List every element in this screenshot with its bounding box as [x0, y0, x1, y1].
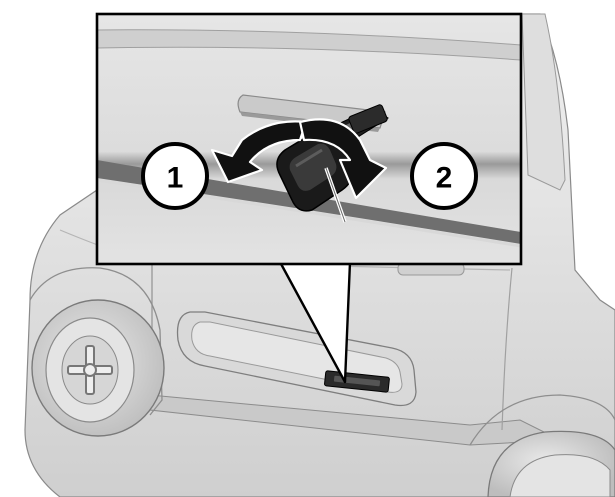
callout-1: 1 [141, 142, 209, 210]
zoom-inset-frame [95, 12, 523, 266]
callout-1-number: 1 [167, 162, 184, 195]
rotation-arrows [210, 118, 388, 200]
zoom-upper-panel [97, 29, 521, 61]
callout-1-circle [141, 142, 209, 210]
front-wheel-arch [29, 267, 163, 416]
rear-door-seam [501, 267, 513, 431]
rear-wheel-arch [469, 394, 615, 446]
callout-2-number: 2 [436, 162, 453, 195]
lock-cylinder [348, 104, 388, 134]
key-pointer-line-outline [325, 167, 346, 223]
rotate-right-arrow-icon [298, 118, 388, 200]
callout-2: 2 [410, 142, 478, 210]
hubcap-cross [67, 345, 113, 395]
rear-rim [509, 454, 611, 497]
rear-pillar [521, 13, 566, 191]
callout-2-circle [410, 142, 478, 210]
rotate-left-arrow-icon [210, 120, 308, 184]
zoom-inset: 1 2 [95, 12, 523, 266]
